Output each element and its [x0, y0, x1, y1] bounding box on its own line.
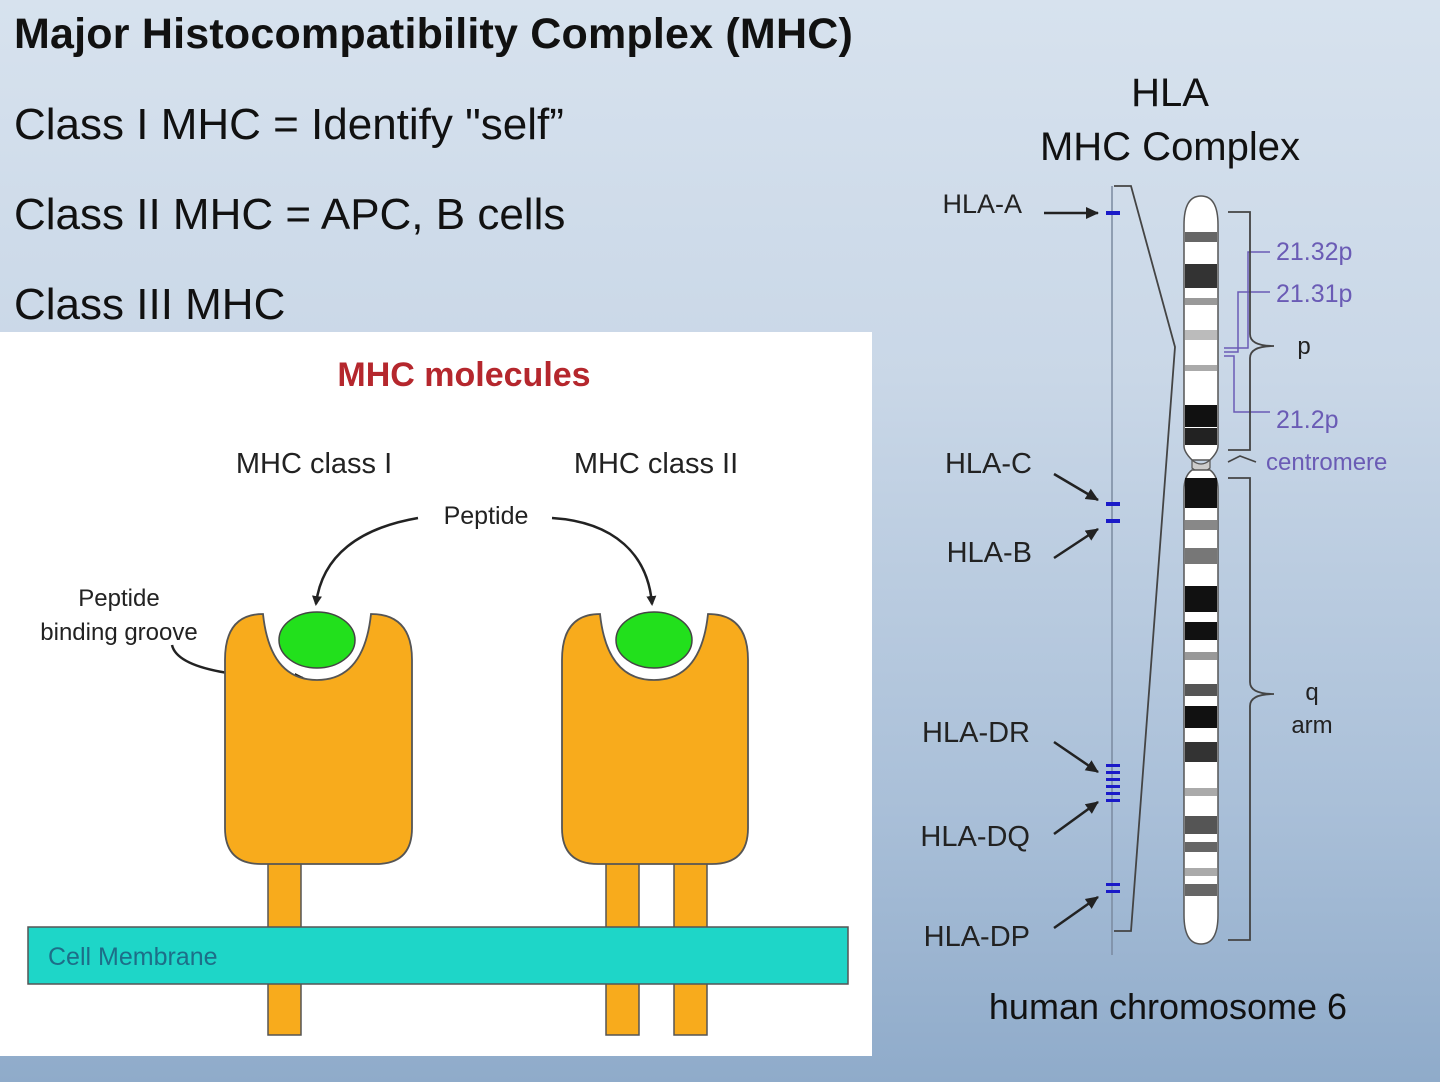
chromosome-caption: human chromosome 6 [989, 986, 1347, 1027]
arrow-hla-dq [1053, 800, 1099, 836]
hla-header: HLA MHC Complex [1000, 66, 1340, 174]
mhc-class1-molecule [224, 613, 413, 865]
q-arm-label-line1: q [1305, 679, 1318, 706]
centromere-pointer [1227, 455, 1257, 463]
band-label-21-31p: 21.31p [1276, 280, 1352, 308]
arrow-hla-dr [1053, 740, 1099, 774]
peptide-class2 [615, 611, 693, 669]
arrow-hla-dp [1053, 895, 1099, 930]
gene-label-hla-a: HLA-A [942, 189, 1022, 219]
mhc-class2-label: MHC class II [574, 448, 738, 480]
peptide-arrow-class1 [312, 516, 419, 606]
arrow-hla-b [1053, 527, 1099, 560]
locus-hla-b [1106, 519, 1120, 523]
peptide-class1 [278, 611, 356, 669]
locus-hla-dr-3 [1106, 778, 1120, 781]
peptide-arrow-class2 [551, 516, 657, 606]
band-label-21-2p: 21.2p [1276, 406, 1339, 434]
mhc-molecules-heading: MHC molecules [337, 356, 590, 394]
gene-label-hla-dp: HLA-DP [924, 921, 1030, 953]
hla-header-line1: HLA [1131, 71, 1209, 115]
locus-hla-dq-3 [1106, 799, 1120, 802]
locus-hla-c [1106, 502, 1120, 506]
locus-hla-dr-1 [1106, 764, 1120, 767]
centromere-label: centromere [1266, 449, 1387, 476]
bullet-class-2: Class II MHC = APC, B cells [14, 190, 566, 239]
groove-label-line2: binding groove [40, 619, 197, 646]
mhc-class1-label: MHC class I [236, 448, 392, 480]
locus-hla-dq-1 [1106, 785, 1120, 788]
gene-label-hla-dr: HLA-DR [922, 717, 1030, 749]
gene-label-hla-dq: HLA-DQ [920, 821, 1030, 853]
bullet-class-3: Class III MHC [14, 280, 286, 329]
band-connector-21-31p [1224, 291, 1270, 353]
locus-hla-dq-2 [1106, 792, 1120, 795]
band-connector-21-32p [1224, 251, 1270, 349]
gene-label-hla-b: HLA-B [947, 537, 1032, 569]
locus-hla-dp-2 [1106, 890, 1120, 893]
band-label-21-32p: 21.32p [1276, 238, 1352, 266]
bullet-class-1: Class I MHC = Identify "self” [14, 100, 564, 149]
mhc-class2-molecule [561, 613, 749, 865]
q-arm-brace [1228, 477, 1275, 941]
mhc-region-bracket [1114, 185, 1176, 932]
cell-membrane-label: Cell Membrane [48, 943, 218, 971]
arrow-hla-c [1053, 472, 1099, 502]
locus-hla-dr-2 [1106, 771, 1120, 774]
chromosome-q-arm [1183, 469, 1219, 945]
p-arm-label: p [1297, 333, 1310, 360]
slide-title: Major Histocompatibility Complex (MHC) [14, 10, 853, 58]
gene-label-hla-c: HLA-C [945, 448, 1032, 480]
groove-label-line1: Peptide [78, 585, 159, 612]
locus-hla-a [1106, 211, 1120, 215]
cell-membrane [27, 926, 849, 985]
chromosome-p-arm [1183, 195, 1219, 461]
hla-header-line2: MHC Complex [1039, 125, 1301, 169]
q-arm-label-line2: arm [1291, 712, 1332, 739]
peptide-label: Peptide [444, 502, 529, 530]
locus-hla-dp-1 [1106, 883, 1120, 886]
p-arm-brace [1228, 211, 1275, 451]
band-connector-21-2p [1224, 355, 1270, 413]
